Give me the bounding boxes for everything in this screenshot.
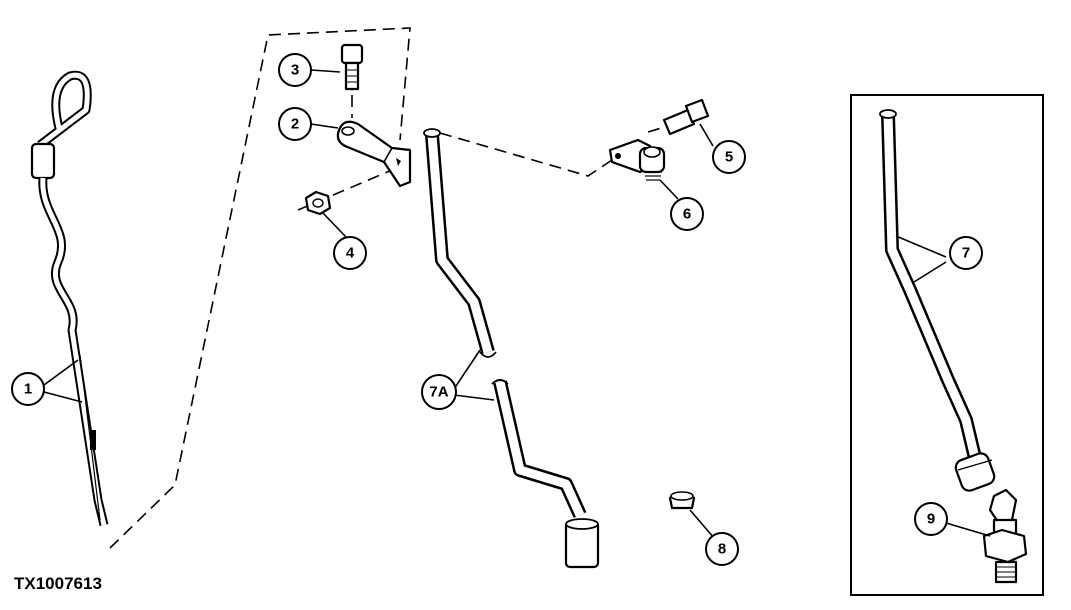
dipstick-tube-upper xyxy=(423,128,497,358)
callout-4: 4 xyxy=(333,236,367,270)
callout-7-label: 7 xyxy=(962,245,970,262)
assembly-dashed-line-left xyxy=(109,27,411,549)
nut-part-4 xyxy=(304,190,332,216)
clip-part-6 xyxy=(608,138,666,181)
callout-9: 9 xyxy=(914,502,948,536)
callout-5: 5 xyxy=(712,140,746,174)
callout-3: 3 xyxy=(278,53,312,87)
callout-7a-label: 7A xyxy=(429,384,448,401)
bracket-part-2 xyxy=(336,120,412,188)
callout-1-label: 1 xyxy=(24,381,32,398)
callout-2-label: 2 xyxy=(291,116,299,133)
callout-7: 7 xyxy=(949,236,983,270)
bolt-part-5 xyxy=(662,98,710,136)
dipstick-tube-lower xyxy=(491,379,600,569)
dipstick-part xyxy=(30,70,109,527)
fitting-part-9 xyxy=(982,488,1028,584)
assembly-dashed-line-bolt5 xyxy=(647,125,669,133)
callout-9-label: 9 xyxy=(927,511,935,528)
callout-2: 2 xyxy=(278,107,312,141)
callout-7a: 7A xyxy=(421,374,457,410)
callout-8: 8 xyxy=(705,532,739,566)
detail-view-box xyxy=(850,94,1044,596)
assembly-dashed-line-nut xyxy=(297,169,393,211)
plug-part-8 xyxy=(668,491,696,510)
callout-5-label: 5 xyxy=(725,149,733,166)
callout-4-label: 4 xyxy=(346,245,355,262)
callout-8-label: 8 xyxy=(718,541,726,558)
callout-3-label: 3 xyxy=(291,62,299,79)
callout-6-label: 6 xyxy=(683,206,691,223)
callout-6: 6 xyxy=(670,197,704,231)
assembly-dashed-line-right xyxy=(439,132,616,177)
leader-lines xyxy=(43,69,991,539)
bolt-part-3 xyxy=(340,43,364,91)
figure-code: TX1007613 xyxy=(14,574,102,593)
callout-1: 1 xyxy=(11,372,45,406)
detail-tube xyxy=(879,109,996,492)
